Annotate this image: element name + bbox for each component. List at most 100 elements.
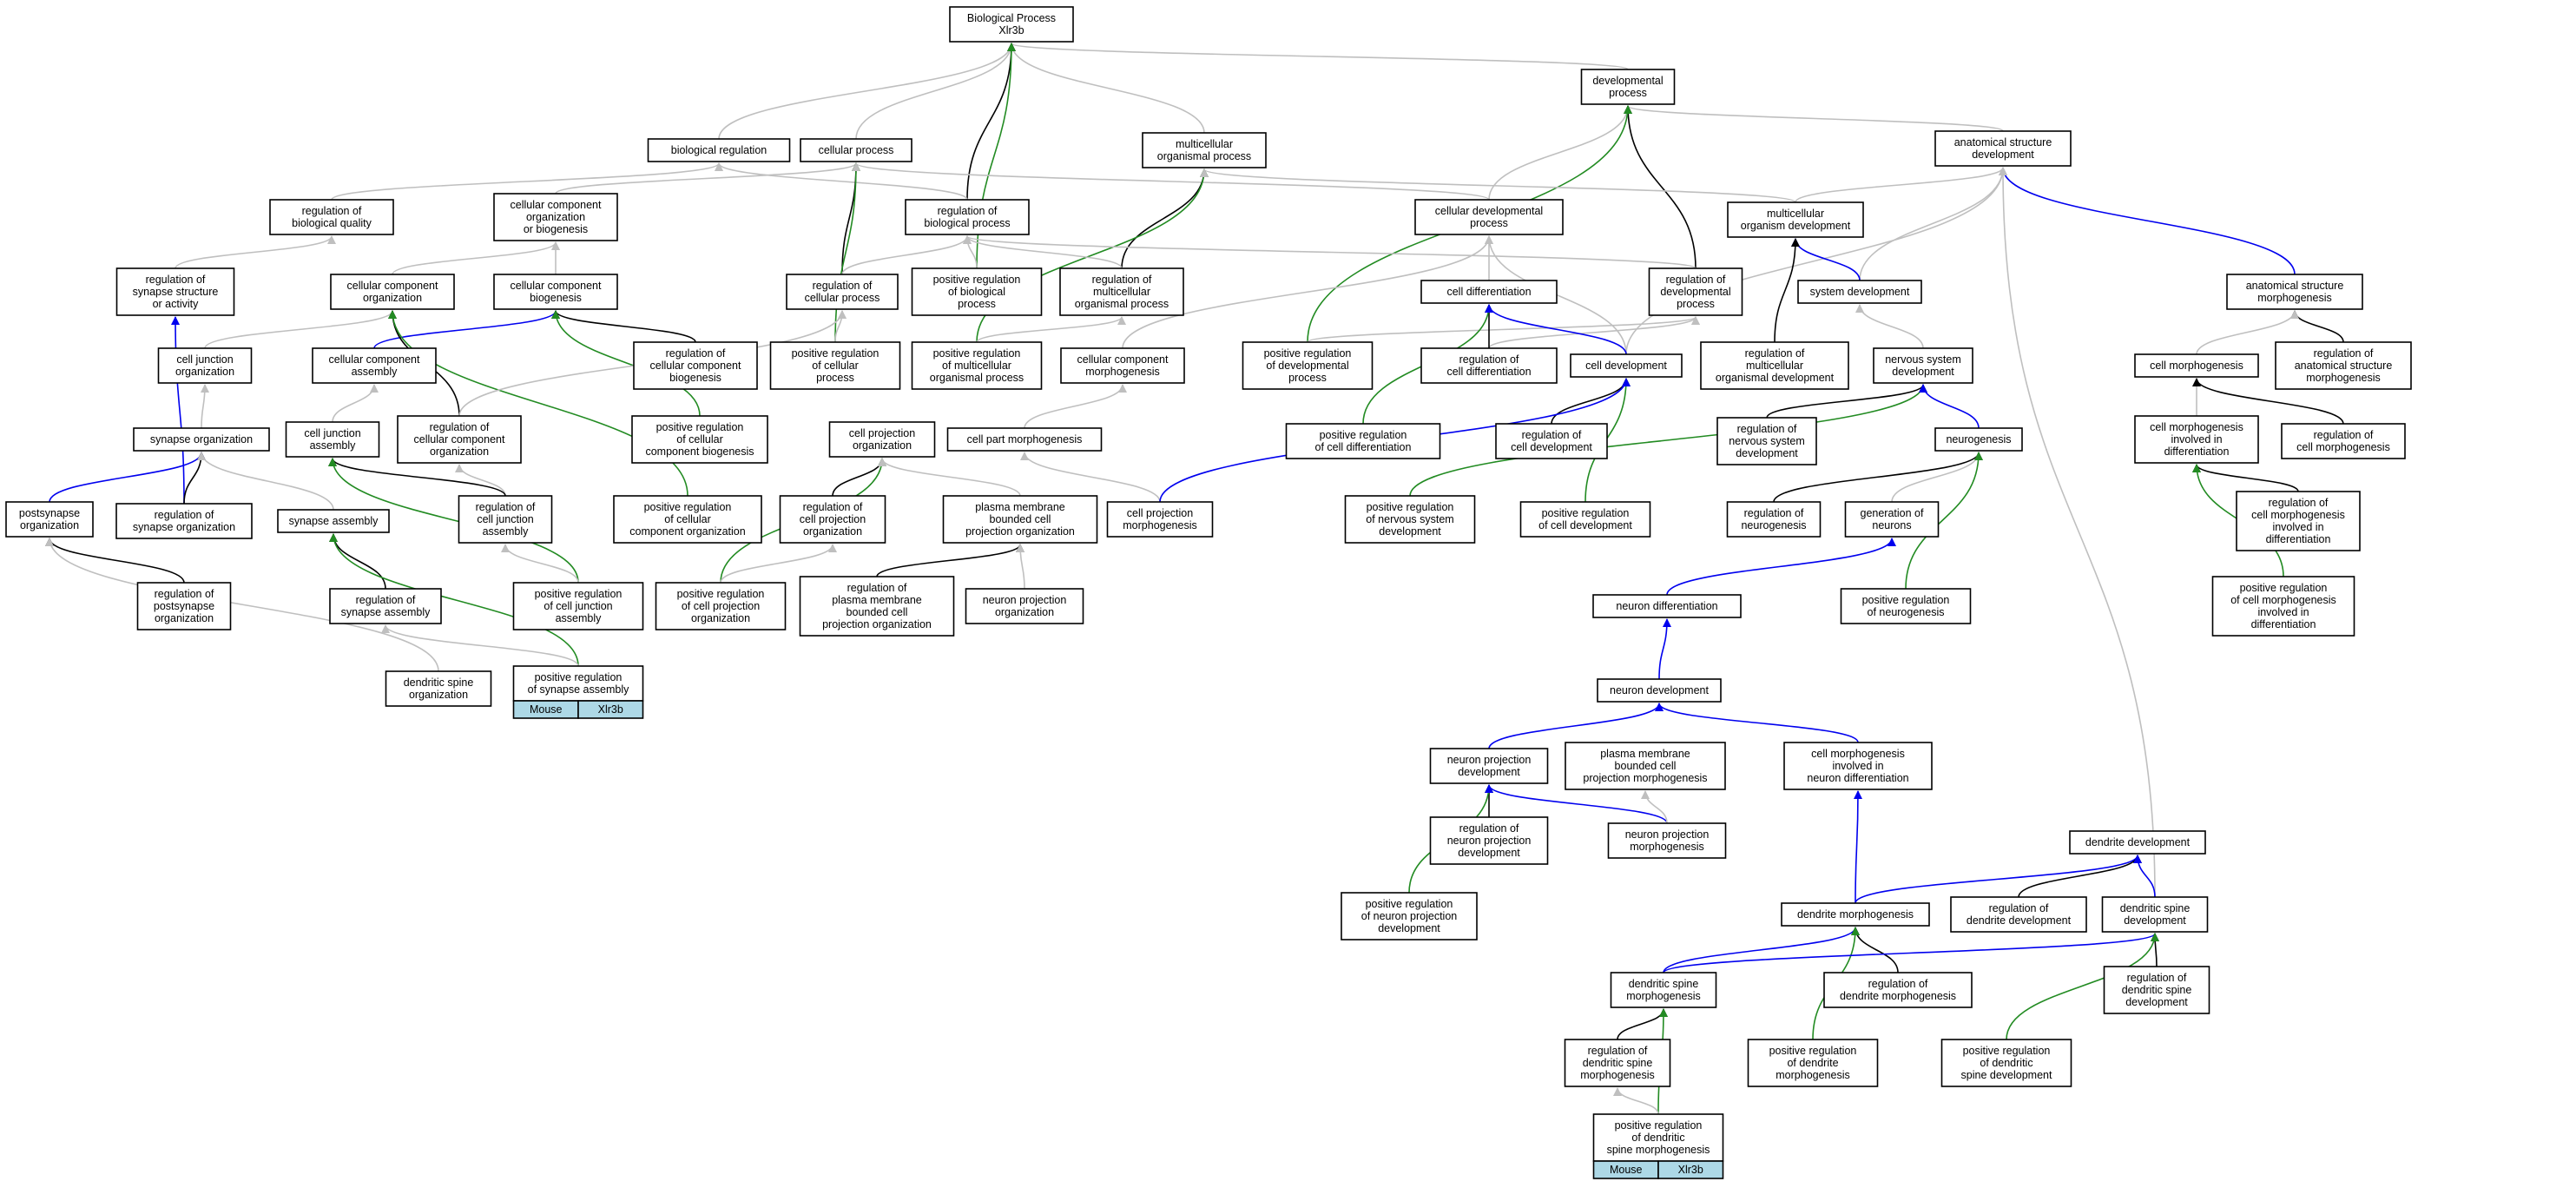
term-box xyxy=(385,670,492,707)
term-node-dendritedev[interactable]: dendrite development xyxy=(2069,830,2206,855)
annotation-tag-mouse[interactable]: Mouse xyxy=(1592,1160,1659,1179)
annotation-tag-mouse[interactable]: Mouse xyxy=(512,700,579,719)
term-node-cellpartmorph[interactable]: cell part morphogenesis xyxy=(946,427,1103,452)
term-label-line: positive regulation xyxy=(1366,898,1453,910)
term-label-line: assembly xyxy=(352,366,399,378)
term-node-neurondev[interactable]: neuron development xyxy=(1597,678,1722,703)
annotation-tag-xlr3b[interactable]: Xlr3b xyxy=(577,700,644,719)
term-node-neurogenesis[interactable]: neurogenesis xyxy=(1934,427,2023,452)
term-node-bioreg[interactable]: biological regulation xyxy=(647,138,791,162)
term-node-sysdev[interactable]: system development xyxy=(1797,280,1922,304)
term-node-cellmorph[interactable]: cell morphogenesis xyxy=(2134,353,2259,378)
term-label-line: involved in xyxy=(1832,760,1883,772)
term-label-line: organization xyxy=(691,612,750,624)
term-label-line: regulation of xyxy=(2314,347,2374,360)
term-box xyxy=(1341,892,1478,940)
term-node-neurondiff[interactable]: neuron differentiation xyxy=(1592,594,1742,618)
term-node-celldev[interactable]: cell development xyxy=(1570,353,1683,378)
term-node-dendmorph[interactable]: dendrite morphogenesis xyxy=(1781,902,1930,927)
annotation-tag-xlr3b[interactable]: Xlr3b xyxy=(1657,1160,1724,1179)
edge-part_of-regmultiproc-to-multiproc xyxy=(1121,168,1209,269)
term-node-synassembly[interactable]: synapse assembly xyxy=(277,509,390,533)
term-node-cellproc[interactable]: cellular process xyxy=(800,138,912,162)
term-node-synorg[interactable]: synapse organization xyxy=(133,427,270,452)
term-node-celldiff[interactable]: cell differentiation xyxy=(1420,280,1558,304)
